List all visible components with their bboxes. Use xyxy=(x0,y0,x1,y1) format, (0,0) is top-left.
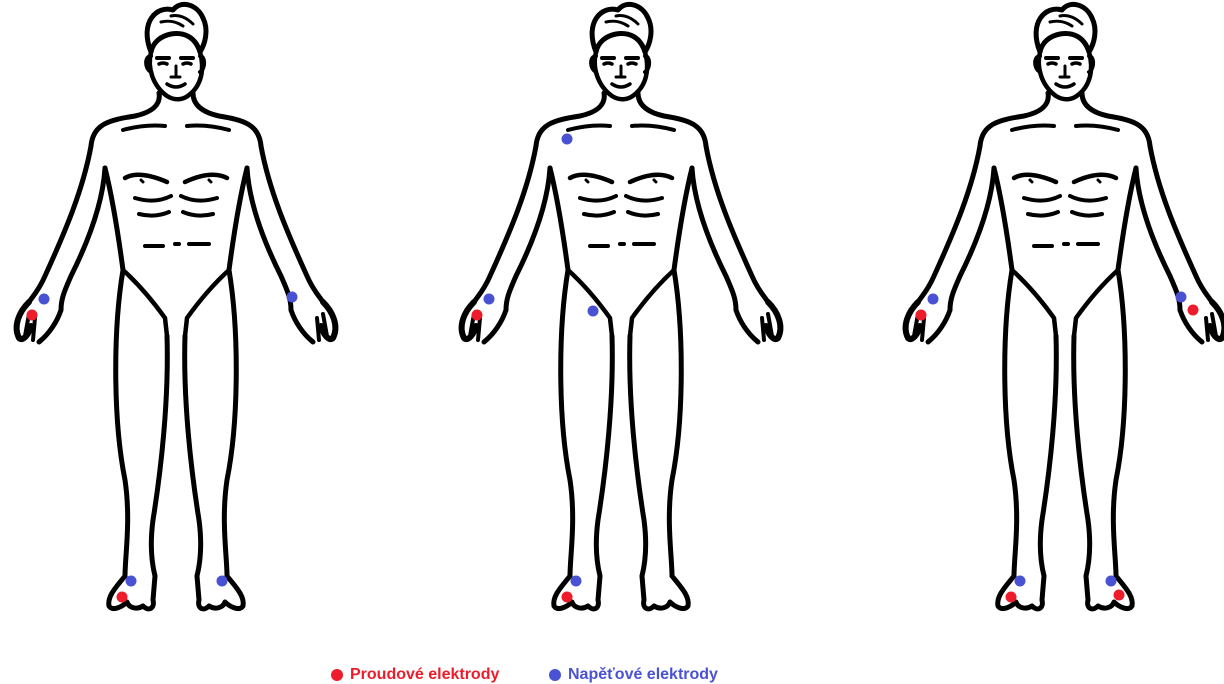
current-electrode-right-hand xyxy=(472,310,483,321)
legend-voltage-electrodes: Napěťové elektrody xyxy=(549,666,718,684)
voltage-electrode-left-wrist xyxy=(1176,292,1187,303)
voltage-electrode-right-wrist xyxy=(39,294,50,305)
voltage-electrode-left-ankle xyxy=(1106,576,1117,587)
voltage-electrode-right-ankle xyxy=(1015,576,1026,587)
voltage-electrode-right-groin xyxy=(588,306,599,317)
voltage-electrode-right-ankle xyxy=(126,576,137,587)
body-figure-2 xyxy=(462,4,781,608)
current-electrode-right-hand xyxy=(916,310,927,321)
voltage-electrode-right-shoulder xyxy=(562,134,573,145)
legend-current-electrodes: Proudové elektrody xyxy=(331,666,499,684)
current-electrode-left-hand xyxy=(1188,305,1199,316)
voltage-electrode-label: Napěťové elektrody xyxy=(568,666,718,684)
voltage-electrode-left-wrist xyxy=(287,292,298,303)
body-figure-3 xyxy=(906,4,1224,608)
voltage-electrode-right-ankle xyxy=(571,576,582,587)
voltage-electrode-left-ankle xyxy=(217,576,228,587)
current-electrode-left-foot xyxy=(1114,590,1125,601)
current-electrode-label: Proudové elektrody xyxy=(350,666,499,684)
voltage-electrode-right-wrist xyxy=(928,294,939,305)
voltage-electrode-dot xyxy=(549,669,561,681)
current-electrode-right-hand xyxy=(27,310,38,321)
current-electrode-right-foot xyxy=(117,592,128,603)
current-electrode-dot xyxy=(331,669,343,681)
body-figure-1 xyxy=(17,4,336,608)
current-electrode-right-foot xyxy=(562,592,573,603)
voltage-electrode-right-wrist xyxy=(484,294,495,305)
current-electrode-right-foot xyxy=(1006,592,1017,603)
